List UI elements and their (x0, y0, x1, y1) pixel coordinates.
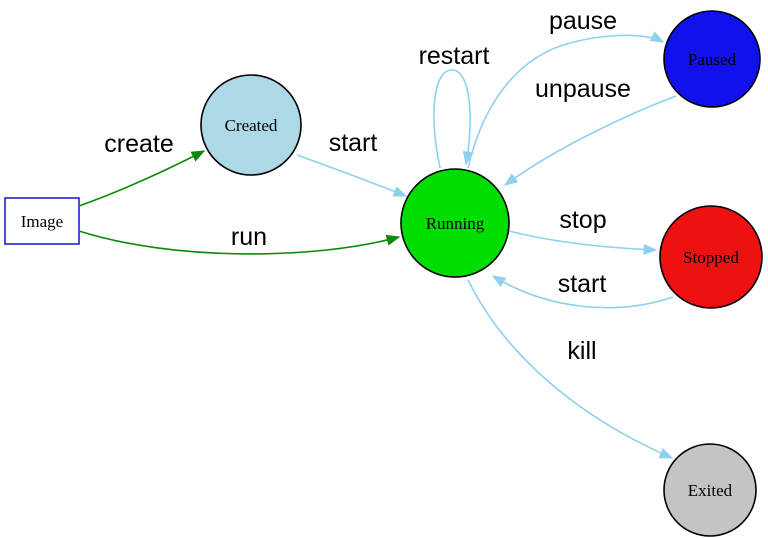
edge-label-start-top: start (329, 129, 378, 157)
edge-label-restart: restart (419, 42, 490, 70)
node-label-created: Created (225, 116, 278, 135)
node-label-paused: Paused (688, 50, 737, 69)
edge-start-bottom (491, 275, 674, 309)
node-label-running: Running (426, 214, 485, 233)
edge-unpause (503, 95, 677, 186)
edge-label-create: create (104, 130, 173, 158)
edge-start-top (296, 154, 408, 197)
edge-stop (508, 230, 658, 255)
edge-label-start-bottom: start (558, 270, 607, 298)
node-label-stopped: Stopped (683, 248, 739, 267)
edge-restart (433, 69, 474, 169)
node-stopped (659, 205, 763, 309)
node-paused (663, 10, 761, 108)
node-running (400, 168, 510, 278)
edge-label-kill: kill (567, 337, 596, 365)
edge-label-stop: stop (559, 206, 606, 234)
edge-label-unpause: unpause (535, 75, 631, 103)
node-created (200, 74, 302, 176)
edge-pause (467, 31, 665, 169)
edge-kill (467, 279, 674, 459)
node-label-exited: Exited (688, 481, 733, 500)
edge-run (78, 230, 401, 255)
edge-label-run: run (231, 223, 267, 251)
edge-create (78, 150, 206, 207)
node-exited (663, 443, 757, 537)
edge-label-pause: pause (549, 7, 617, 35)
node-image (4, 197, 80, 245)
node-label-image: Image (21, 212, 63, 231)
